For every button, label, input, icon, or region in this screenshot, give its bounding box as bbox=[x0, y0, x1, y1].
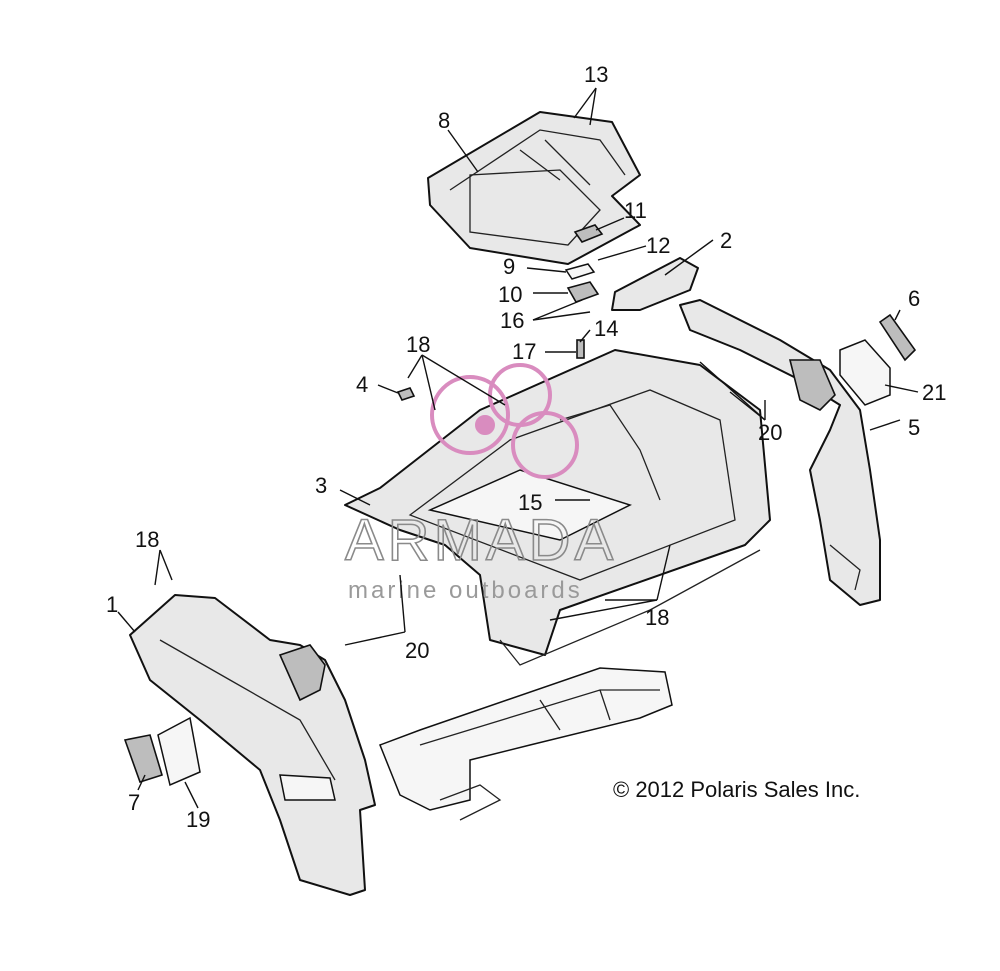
part-2-bracket bbox=[611, 257, 699, 311]
callouts: 1 2 3 4 5 6 7 8 9 10 11 12 13 14 15 16 1… bbox=[106, 62, 946, 832]
copyright-notice: © 2012 Polaris Sales Inc. bbox=[613, 777, 860, 802]
leader-lines bbox=[117, 87, 919, 809]
callout-18-bottom: 18 bbox=[645, 605, 669, 630]
callout-2: 2 bbox=[720, 228, 732, 253]
callout-7: 7 bbox=[128, 790, 140, 815]
callout-9: 9 bbox=[503, 254, 515, 279]
callout-13: 13 bbox=[584, 62, 608, 87]
callout-18-top: 18 bbox=[406, 332, 430, 357]
callout-12: 12 bbox=[646, 233, 670, 258]
callout-1: 1 bbox=[106, 592, 118, 617]
part-5-right-fender bbox=[679, 299, 881, 606]
watermark-brand: ARMADA bbox=[345, 508, 617, 573]
part-3-cargo-box bbox=[344, 349, 771, 666]
callout-20-left: 20 bbox=[405, 638, 429, 663]
callout-17: 17 bbox=[512, 339, 536, 364]
part-7-grille bbox=[123, 734, 163, 783]
callout-18-left: 18 bbox=[135, 527, 159, 552]
callout-6: 6 bbox=[908, 286, 920, 311]
callout-4: 4 bbox=[356, 372, 368, 397]
watermark-tagline: marine outboards bbox=[348, 577, 583, 604]
callout-11: 11 bbox=[624, 198, 647, 223]
part-4-clip bbox=[396, 387, 416, 401]
part-1-left-fender bbox=[129, 594, 376, 896]
callout-21: 21 bbox=[922, 380, 946, 405]
part-21-foam bbox=[839, 339, 891, 406]
callout-14: 14 bbox=[594, 316, 618, 341]
latch-hardware bbox=[564, 224, 604, 303]
callout-15: 15 bbox=[518, 490, 542, 515]
part-14-stud bbox=[576, 339, 585, 359]
callout-3: 3 bbox=[315, 473, 327, 498]
callout-16: 16 bbox=[500, 308, 524, 333]
callout-20-right: 20 bbox=[758, 420, 782, 445]
watermark: ARMADA marine outboards bbox=[344, 363, 617, 604]
subframe bbox=[379, 667, 673, 821]
part-8-panel bbox=[427, 111, 641, 265]
callout-5: 5 bbox=[908, 415, 920, 440]
part-6-grille bbox=[878, 313, 917, 362]
callout-19: 19 bbox=[186, 807, 210, 832]
callout-10: 10 bbox=[498, 282, 522, 307]
callout-8: 8 bbox=[438, 108, 450, 133]
part-19-foam bbox=[157, 716, 201, 787]
